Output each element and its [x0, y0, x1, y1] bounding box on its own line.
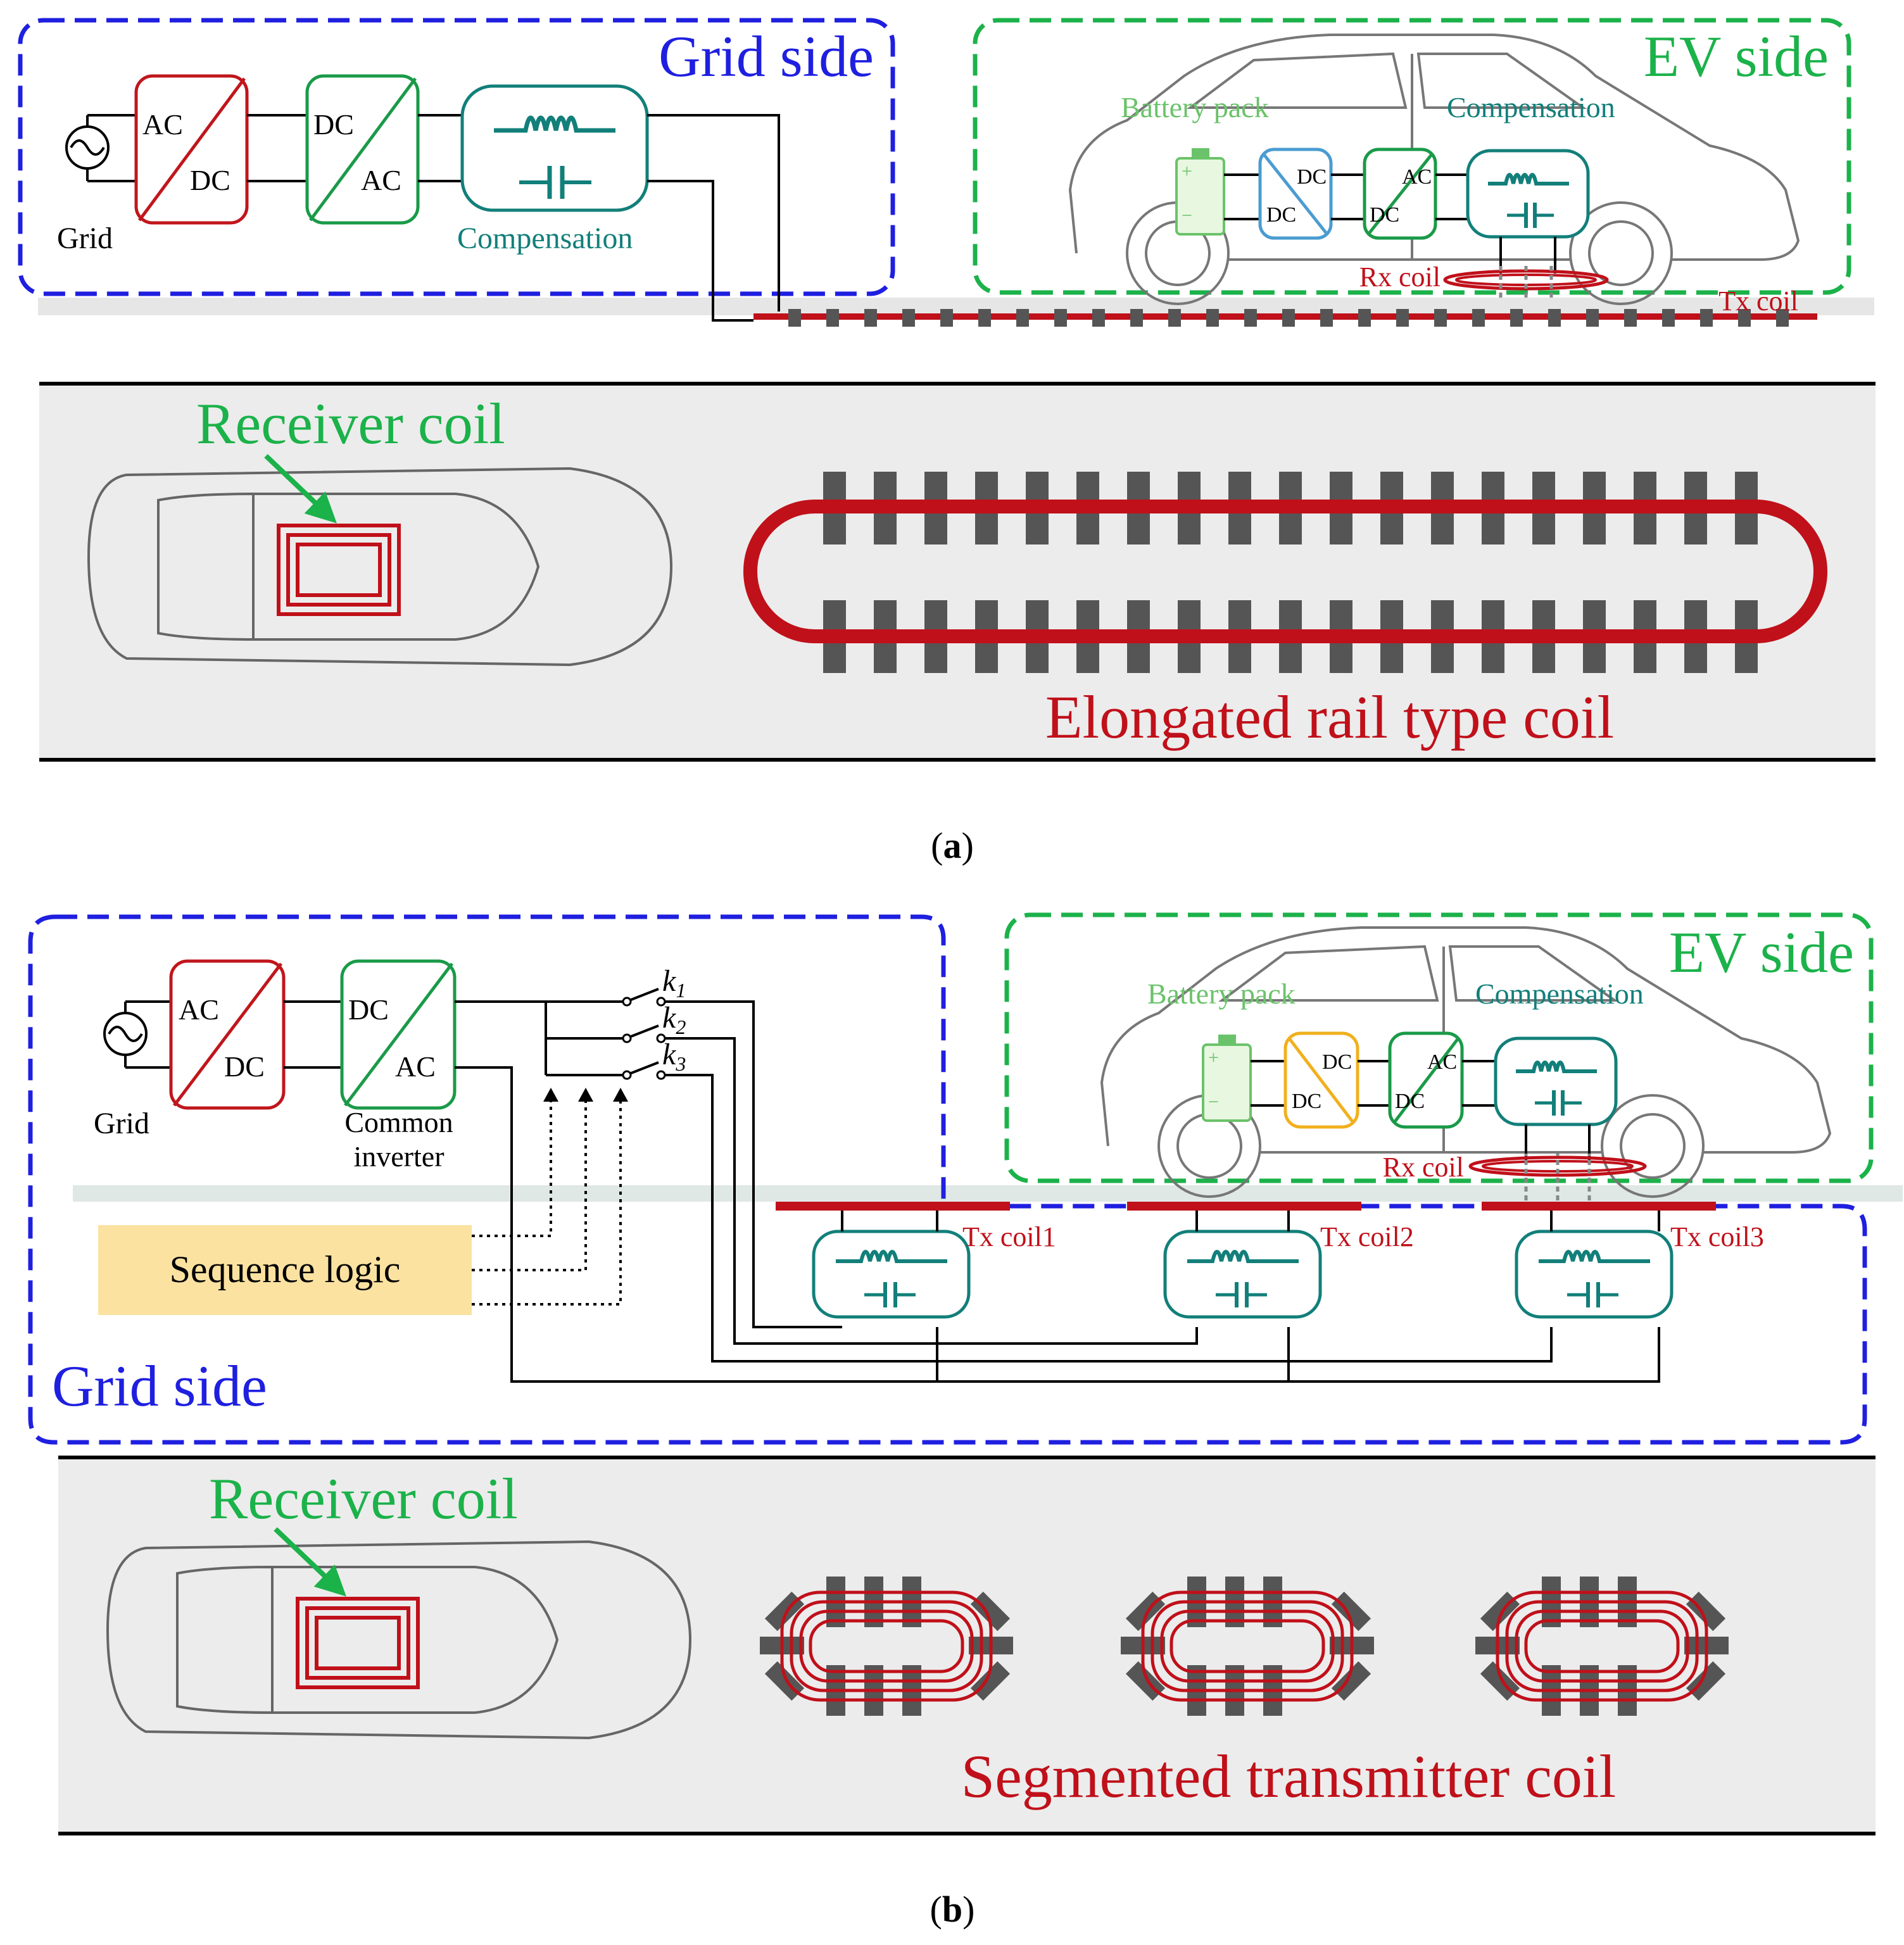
svg-text:−: − — [1208, 1092, 1219, 1112]
rx-coil-label-a: Rx coil — [1359, 261, 1441, 293]
grid-side-box-a — [18, 18, 895, 296]
tx-compensation-2 — [1163, 1230, 1322, 1319]
ev-side-box-a — [973, 18, 1851, 295]
rail-coil-top-a — [743, 472, 1827, 673]
svg-text:k2: k2 — [662, 1001, 686, 1038]
receiver-coil-top-a — [277, 524, 401, 616]
ev-dcdc-top-a: DC — [1297, 165, 1327, 189]
car-side-view-icon-a — [1068, 34, 1800, 305]
rx-coil-label-b: Rx coil — [1383, 1152, 1464, 1183]
ev-rectifier-top-a: AC — [1402, 165, 1432, 189]
caption-b: (b) — [930, 1889, 975, 1930]
ground-strip-a — [38, 298, 1874, 315]
compensation-label-a: Compensation — [457, 222, 633, 255]
car-top-view-icon-b — [106, 1540, 692, 1740]
inverter-top-a: DC — [313, 108, 354, 141]
compensation-block-a — [460, 84, 649, 212]
ev-rectifier-top-b: AC — [1427, 1050, 1457, 1074]
caption-a: (a) — [931, 825, 974, 866]
grid-side-label-b: Grid side — [52, 1354, 267, 1418]
car-side-view-icon-b — [1100, 926, 1832, 1198]
inverter-label-line2: inverter — [353, 1140, 444, 1173]
tx-compensation-3 — [1515, 1230, 1674, 1319]
battery-label-a: Battery pack — [1121, 91, 1269, 123]
switch-k3: k3 — [622, 1038, 686, 1080]
rectifier-bottom-a: DC — [190, 164, 230, 196]
ev-dcdc-top-b: DC — [1322, 1050, 1352, 1074]
rx-coil-side-a — [1443, 266, 1609, 298]
tx-pad-2 — [1127, 1202, 1361, 1231]
tx-coil1-label: Tx coil1 — [962, 1221, 1056, 1252]
dcdc-block-b: DC DC — [1283, 1031, 1359, 1129]
ev-compensation-block-b — [1494, 1036, 1618, 1126]
panel-a: Grid side EV side Grid AC DC DC AC — [18, 18, 1876, 866]
rectifier-bottom-b: DC — [224, 1050, 265, 1083]
ev-compensation-label-b: Compensation — [1475, 978, 1644, 1010]
common-inverter-block-b: DC AC — [340, 959, 457, 1110]
tx-pad-3 — [1482, 1202, 1716, 1231]
ev-compensation-label-a: Compensation — [1447, 91, 1615, 123]
sequence-logic-label: Sequence logic — [170, 1249, 401, 1290]
grid-side-box-b — [28, 914, 1867, 1445]
road-top-view-b — [58, 1460, 1876, 1832]
ev-rectifier-block-a: AC DC — [1363, 148, 1437, 240]
ev-side-box-b — [1004, 912, 1874, 1183]
tx-compensation-1 — [812, 1230, 971, 1319]
tx-track-side-a — [753, 309, 1817, 327]
grid-source-label-b: Grid — [94, 1107, 149, 1140]
ev-dcdc-bottom-a: DC — [1266, 203, 1296, 227]
svg-text:k1: k1 — [662, 964, 686, 1002]
segmented-coil-1 — [760, 1577, 1013, 1716]
rectifier-top-a: AC — [142, 108, 183, 141]
ev-compensation-block-a — [1466, 149, 1590, 239]
inverter-bottom-b: AC — [395, 1050, 436, 1083]
tx-pad-1 — [776, 1202, 1010, 1231]
svg-text:+: + — [1182, 161, 1192, 182]
ev-dcdc-bottom-b: DC — [1292, 1090, 1321, 1113]
rx-coil-side-b — [1468, 1154, 1647, 1200]
dcdc-block-a: DC DC — [1258, 148, 1333, 240]
inverter-label-line1: Common — [344, 1106, 453, 1138]
tx-coil3-label: Tx coil3 — [1670, 1221, 1764, 1252]
svg-text:k3: k3 — [662, 1038, 686, 1075]
ev-rectifier-bottom-a: DC — [1370, 203, 1399, 227]
switch-k2: k2 — [622, 1001, 686, 1043]
road-top-view-a — [39, 385, 1876, 758]
panel-b: EV side Grid side Grid AC DC DC — [28, 912, 1903, 1930]
inverter-top-b: DC — [348, 993, 389, 1026]
rectifier-top-b: AC — [179, 993, 219, 1026]
svg-text:−: − — [1182, 205, 1192, 226]
rectifier-block-a: AC DC — [134, 74, 249, 225]
switch-k1: k1 — [622, 964, 686, 1007]
ac-source-icon-b — [103, 1012, 148, 1056]
ev-rectifier-bottom-b: DC — [1395, 1090, 1425, 1113]
tx-coil-label-a: Tx coil — [1718, 286, 1798, 317]
grid-source-label-a: Grid — [57, 222, 113, 255]
inverter-block-a: DC AC — [305, 74, 420, 225]
receiver-coil-label-b: Receiver coil — [209, 1466, 518, 1531]
ground-strip-b — [73, 1185, 1903, 1202]
ac-source-icon — [65, 125, 110, 170]
segmented-coil-3 — [1475, 1577, 1729, 1716]
svg-text:+: + — [1208, 1047, 1219, 1068]
car-top-view-icon-a — [87, 467, 673, 667]
tx-coil2-label: Tx coil2 — [1320, 1221, 1414, 1252]
sequence-logic-box — [98, 1225, 472, 1315]
battery-icon-b: + − — [1202, 1035, 1252, 1122]
rectifier-block-b: AC DC — [169, 959, 286, 1110]
receiver-coil-label-a: Receiver coil — [196, 391, 505, 456]
segmented-coil-2 — [1121, 1577, 1374, 1716]
grid-side-label-a: Grid side — [659, 24, 874, 89]
ev-rectifier-block-b: AC DC — [1388, 1031, 1464, 1129]
inverter-bottom-a: AC — [361, 164, 401, 196]
segmented-coil-label: Segmented transmitter coil — [961, 1742, 1616, 1810]
receiver-coil-top-b — [296, 1597, 420, 1689]
ev-side-label-b: EV side — [1669, 920, 1854, 985]
ev-side-label-a: EV side — [1644, 24, 1829, 89]
rail-coil-label-a: Elongated rail type coil — [1045, 683, 1614, 751]
battery-icon-a: + − — [1175, 148, 1225, 236]
battery-label-b: Battery pack — [1147, 978, 1296, 1010]
